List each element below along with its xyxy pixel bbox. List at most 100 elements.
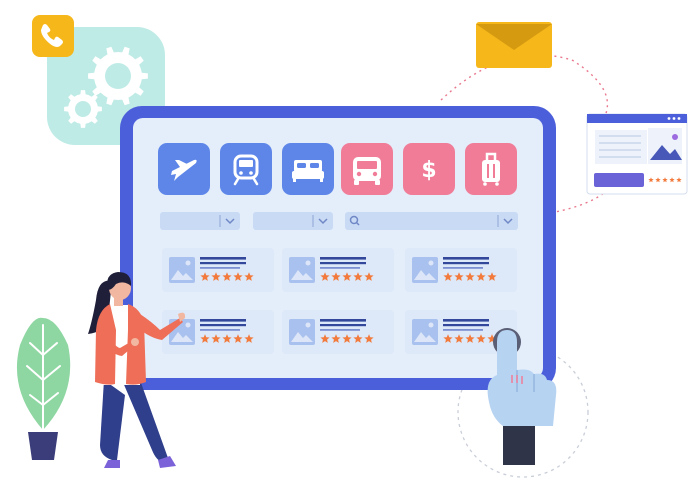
thumbnail-mountain (414, 270, 436, 280)
listing-card[interactable] (162, 310, 274, 354)
bed-pillow (297, 163, 306, 168)
listing-subtitle-line (200, 267, 240, 269)
listing-card[interactable] (162, 248, 274, 292)
train-light (239, 171, 243, 175)
listing-title-line (200, 319, 246, 322)
listing-subtitle-line (320, 267, 360, 269)
airplane-icon (171, 159, 197, 181)
image-placeholder-icon (412, 319, 438, 345)
airplane-shape (171, 159, 197, 181)
star-icon (320, 334, 330, 343)
listing-card[interactable] (282, 248, 394, 292)
train-body (233, 154, 259, 180)
listing-title-line (320, 324, 366, 327)
rating-stars (200, 272, 254, 281)
listing-card[interactable] (282, 310, 394, 354)
booking-tile-bed[interactable] (282, 143, 334, 195)
sun-icon (672, 134, 678, 140)
envelope-flap (476, 24, 552, 50)
hand-sleeve (503, 425, 535, 465)
listing-card[interactable] (405, 310, 517, 354)
thumbnail-sun (185, 260, 191, 266)
index-finger (497, 330, 517, 370)
filter-dropdown-2[interactable] (253, 212, 333, 230)
car-wheel (375, 180, 380, 185)
car-windshield (357, 161, 377, 169)
star-icon (353, 272, 363, 281)
image-placeholder-icon (289, 257, 315, 283)
dotted-connector-right (554, 189, 609, 213)
star-icon (454, 334, 464, 343)
booking-tile-dollar[interactable]: $ (403, 143, 455, 195)
star-icon (476, 272, 486, 281)
hair-top (107, 272, 132, 290)
bed-pillow (310, 163, 319, 168)
webpage-button[interactable] (594, 173, 644, 187)
woman-presenting (88, 272, 186, 468)
train-icon (233, 154, 259, 186)
chevron-down-icon (318, 218, 328, 225)
booking-tile-bg[interactable] (220, 143, 272, 195)
booking-tile-luggage[interactable] (465, 143, 517, 195)
luggage-body (482, 160, 500, 182)
small-gear-hole (75, 101, 91, 117)
right-shoe (158, 456, 176, 468)
star-icon (342, 334, 352, 343)
star-icon (476, 334, 486, 343)
text-line (599, 149, 641, 151)
rating-stars (200, 334, 254, 343)
thumbnail-sun (305, 322, 311, 328)
listing-subtitle-line (200, 329, 240, 331)
rating-stars (443, 272, 497, 281)
filter-dropdown-1[interactable] (160, 212, 240, 230)
left-leg (100, 380, 125, 460)
star-icon (364, 334, 374, 343)
rating-star (648, 177, 654, 183)
thumbnail-sun (305, 260, 311, 266)
dotted-connector-top (440, 54, 609, 121)
booking-tile-bg[interactable] (403, 143, 455, 195)
image-placeholder-icon (169, 257, 195, 283)
star-icon (465, 334, 475, 343)
listing-title-line (443, 319, 489, 322)
listing-subtitle-line (443, 267, 483, 269)
tapping-hand (487, 328, 557, 465)
star-icon (342, 272, 352, 281)
star-icon (443, 272, 453, 281)
window-dot (672, 117, 676, 120)
lower-hand (131, 338, 139, 346)
car-headlight (372, 171, 378, 177)
car-icon (353, 157, 381, 185)
bed-base (292, 171, 324, 179)
field-bg[interactable] (345, 212, 518, 230)
listing-subtitle-line (443, 329, 483, 331)
dollar-glyph: $ (421, 158, 436, 183)
envelope-icon (476, 22, 552, 68)
raised-hand (178, 312, 186, 322)
lower-arm (104, 330, 136, 356)
star-icon (200, 334, 210, 343)
booking-tile-car[interactable] (341, 143, 393, 195)
train-light (249, 171, 253, 175)
luggage-icon (482, 152, 500, 186)
booking-tile-airplane[interactable] (158, 143, 210, 195)
window-dot (667, 117, 671, 120)
booking-tile-train[interactable] (220, 143, 272, 195)
search-input[interactable] (345, 212, 518, 230)
rating-stars (320, 334, 374, 343)
star-icon (233, 272, 243, 281)
thumbnail-sun (428, 260, 434, 266)
star-icon (222, 272, 232, 281)
search-handle (355, 221, 360, 226)
star-icon (233, 334, 243, 343)
listing-card[interactable] (405, 248, 517, 292)
phone-icon (32, 15, 74, 57)
bed-icon (292, 160, 324, 182)
luggage-wheel (495, 182, 499, 186)
star-icon (211, 272, 221, 281)
phone-glyph (41, 24, 63, 47)
thumbnail-mountain (171, 332, 193, 342)
potted-plant (16, 317, 71, 460)
listing-title-line (200, 257, 246, 260)
